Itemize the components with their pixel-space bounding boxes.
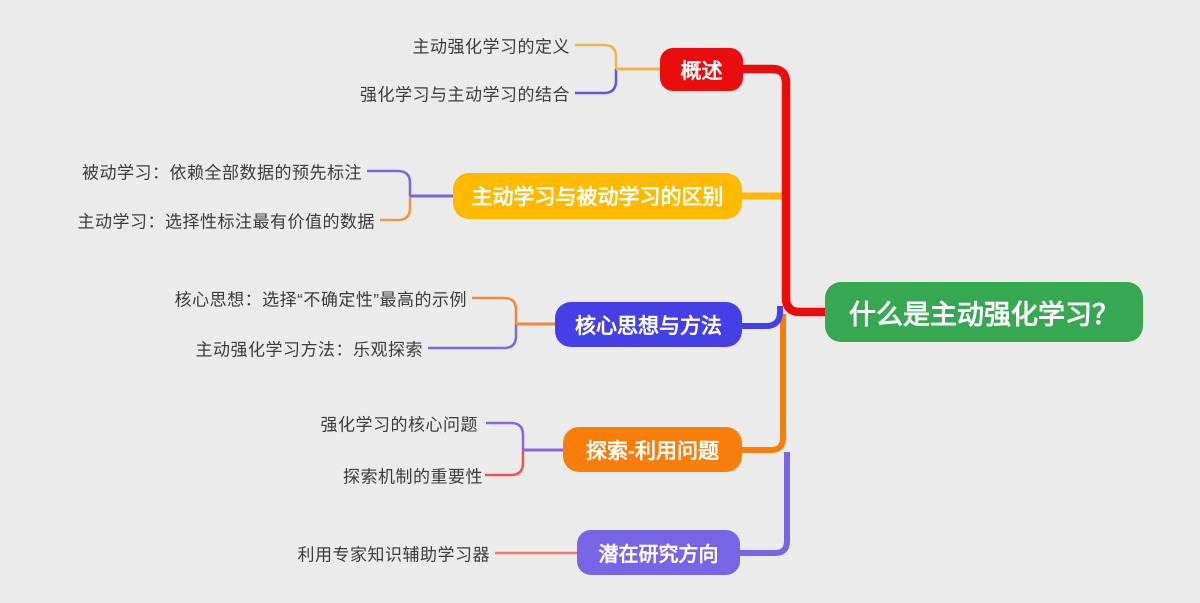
wire-leaf-passive: [367, 169, 412, 196]
leaf-core-idea[interactable]: 核心思想：选择“不确定性”最高的示例: [174, 290, 467, 310]
connector-core-ideas: [742, 306, 783, 329]
trunk-red-overview-to-root: [742, 64, 826, 317]
branch-node-active-vs-passive[interactable]: 主动学习与被动学习的区别: [453, 173, 742, 219]
leaf-optimistic[interactable]: 主动强化学习方法：乐观探索: [195, 340, 423, 360]
leaf-definition[interactable]: 主动强化学习的定义: [412, 37, 570, 57]
trunk-orange-to-explore: [742, 314, 786, 453]
leaf-active[interactable]: 主动学习：选择性标注最有价值的数据: [77, 212, 375, 232]
leaf-expert[interactable]: 利用专家知识辅助学习器: [297, 545, 490, 565]
leaf-exploration[interactable]: 探索机制的重要性: [343, 467, 483, 487]
trunk-purple-to-research: [740, 452, 790, 556]
wire-leaf-core-problem: [486, 421, 525, 450]
wire-leaf-optimistic: [428, 324, 518, 350]
wire-leaf-combination: [575, 69, 618, 95]
branch-node-overview[interactable]: 概述: [660, 48, 743, 91]
branch-node-research[interactable]: 潜在研究方向: [577, 530, 740, 575]
root-node[interactable]: 什么是主动强化学习？: [825, 282, 1143, 342]
wire-leaf-core-idea: [472, 296, 518, 324]
branch-node-explore-exploit[interactable]: 探索-利用问题: [563, 427, 742, 472]
wire-leaf-definition: [575, 43, 618, 69]
leaf-core-problem[interactable]: 强化学习的核心问题: [320, 415, 478, 435]
wire-leaf-exploration: [485, 450, 525, 477]
wire-leaf-active: [380, 196, 412, 222]
branch-node-core-ideas[interactable]: 核心思想与方法: [555, 302, 742, 347]
leaf-combination[interactable]: 强化学习与主动学习的结合: [360, 85, 570, 105]
leaf-passive[interactable]: 被动学习：依赖全部数据的预先标注: [82, 163, 362, 183]
